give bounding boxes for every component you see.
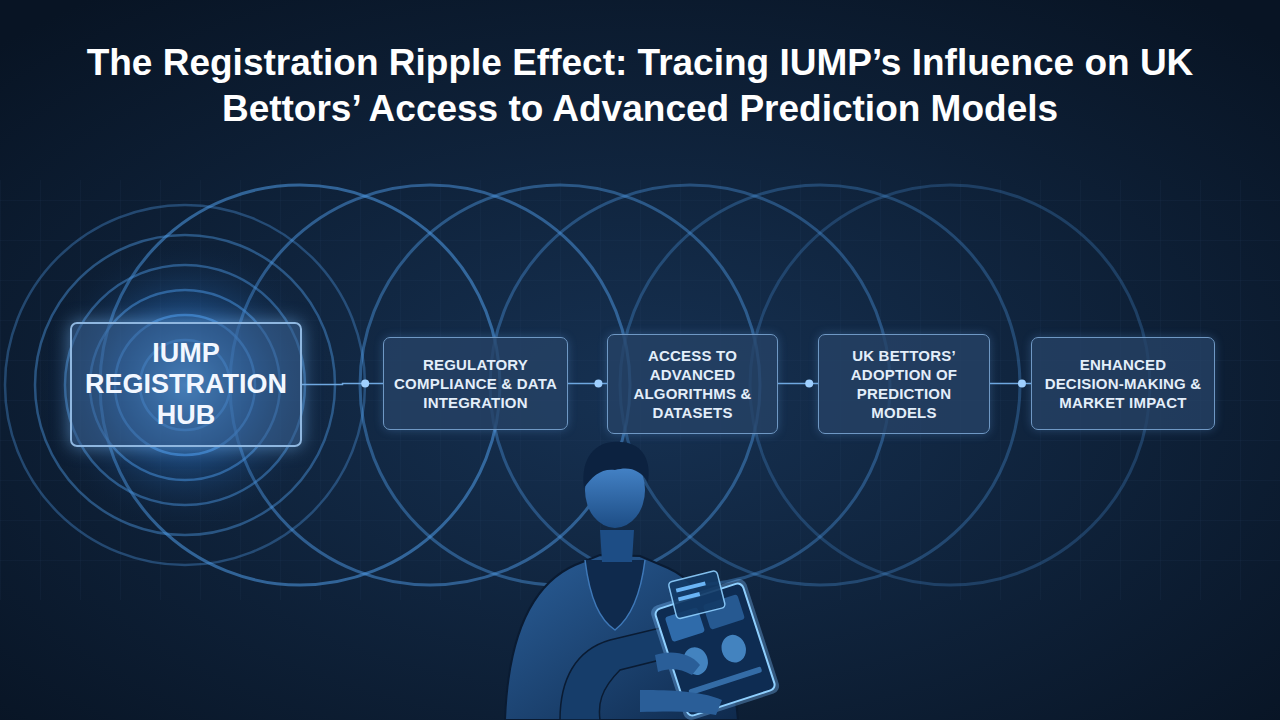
person <box>505 442 781 720</box>
connector <box>568 380 607 388</box>
process-box: UK BETTORS’ ADOPTION OF PREDICTION MODEL… <box>818 334 990 434</box>
grid <box>0 180 1280 600</box>
connector <box>302 380 383 388</box>
process-box: ACCESS TO ADVANCED ALGORITHMS & DATASETS <box>607 334 778 434</box>
connector <box>778 380 818 388</box>
box-label: ACCESS TO ADVANCED ALGORITHMS & DATASETS <box>618 346 767 422</box>
hub-box: IUMP REGISTRATION HUB <box>70 322 302 447</box>
box-label: ENHANCED DECISION-MAKING & MARKET IMPACT <box>1042 355 1204 412</box>
ripple-ring <box>35 235 335 535</box>
process-box: REGULATORY COMPLIANCE & DATA INTEGRATION <box>383 337 568 430</box>
ripple-rings <box>5 185 1150 585</box>
hub-glow <box>35 235 335 535</box>
box-label: REGULATORY COMPLIANCE & DATA INTEGRATION <box>394 355 557 412</box>
title: The Registration Ripple Effect: Tracing … <box>40 40 1240 132</box>
box-label: UK BETTORS’ ADOPTION OF PREDICTION MODEL… <box>829 346 979 422</box>
connector <box>990 380 1031 388</box>
process-box: ENHANCED DECISION-MAKING & MARKET IMPACT <box>1031 337 1215 430</box>
box-label: IUMP REGISTRATION HUB <box>85 338 287 431</box>
